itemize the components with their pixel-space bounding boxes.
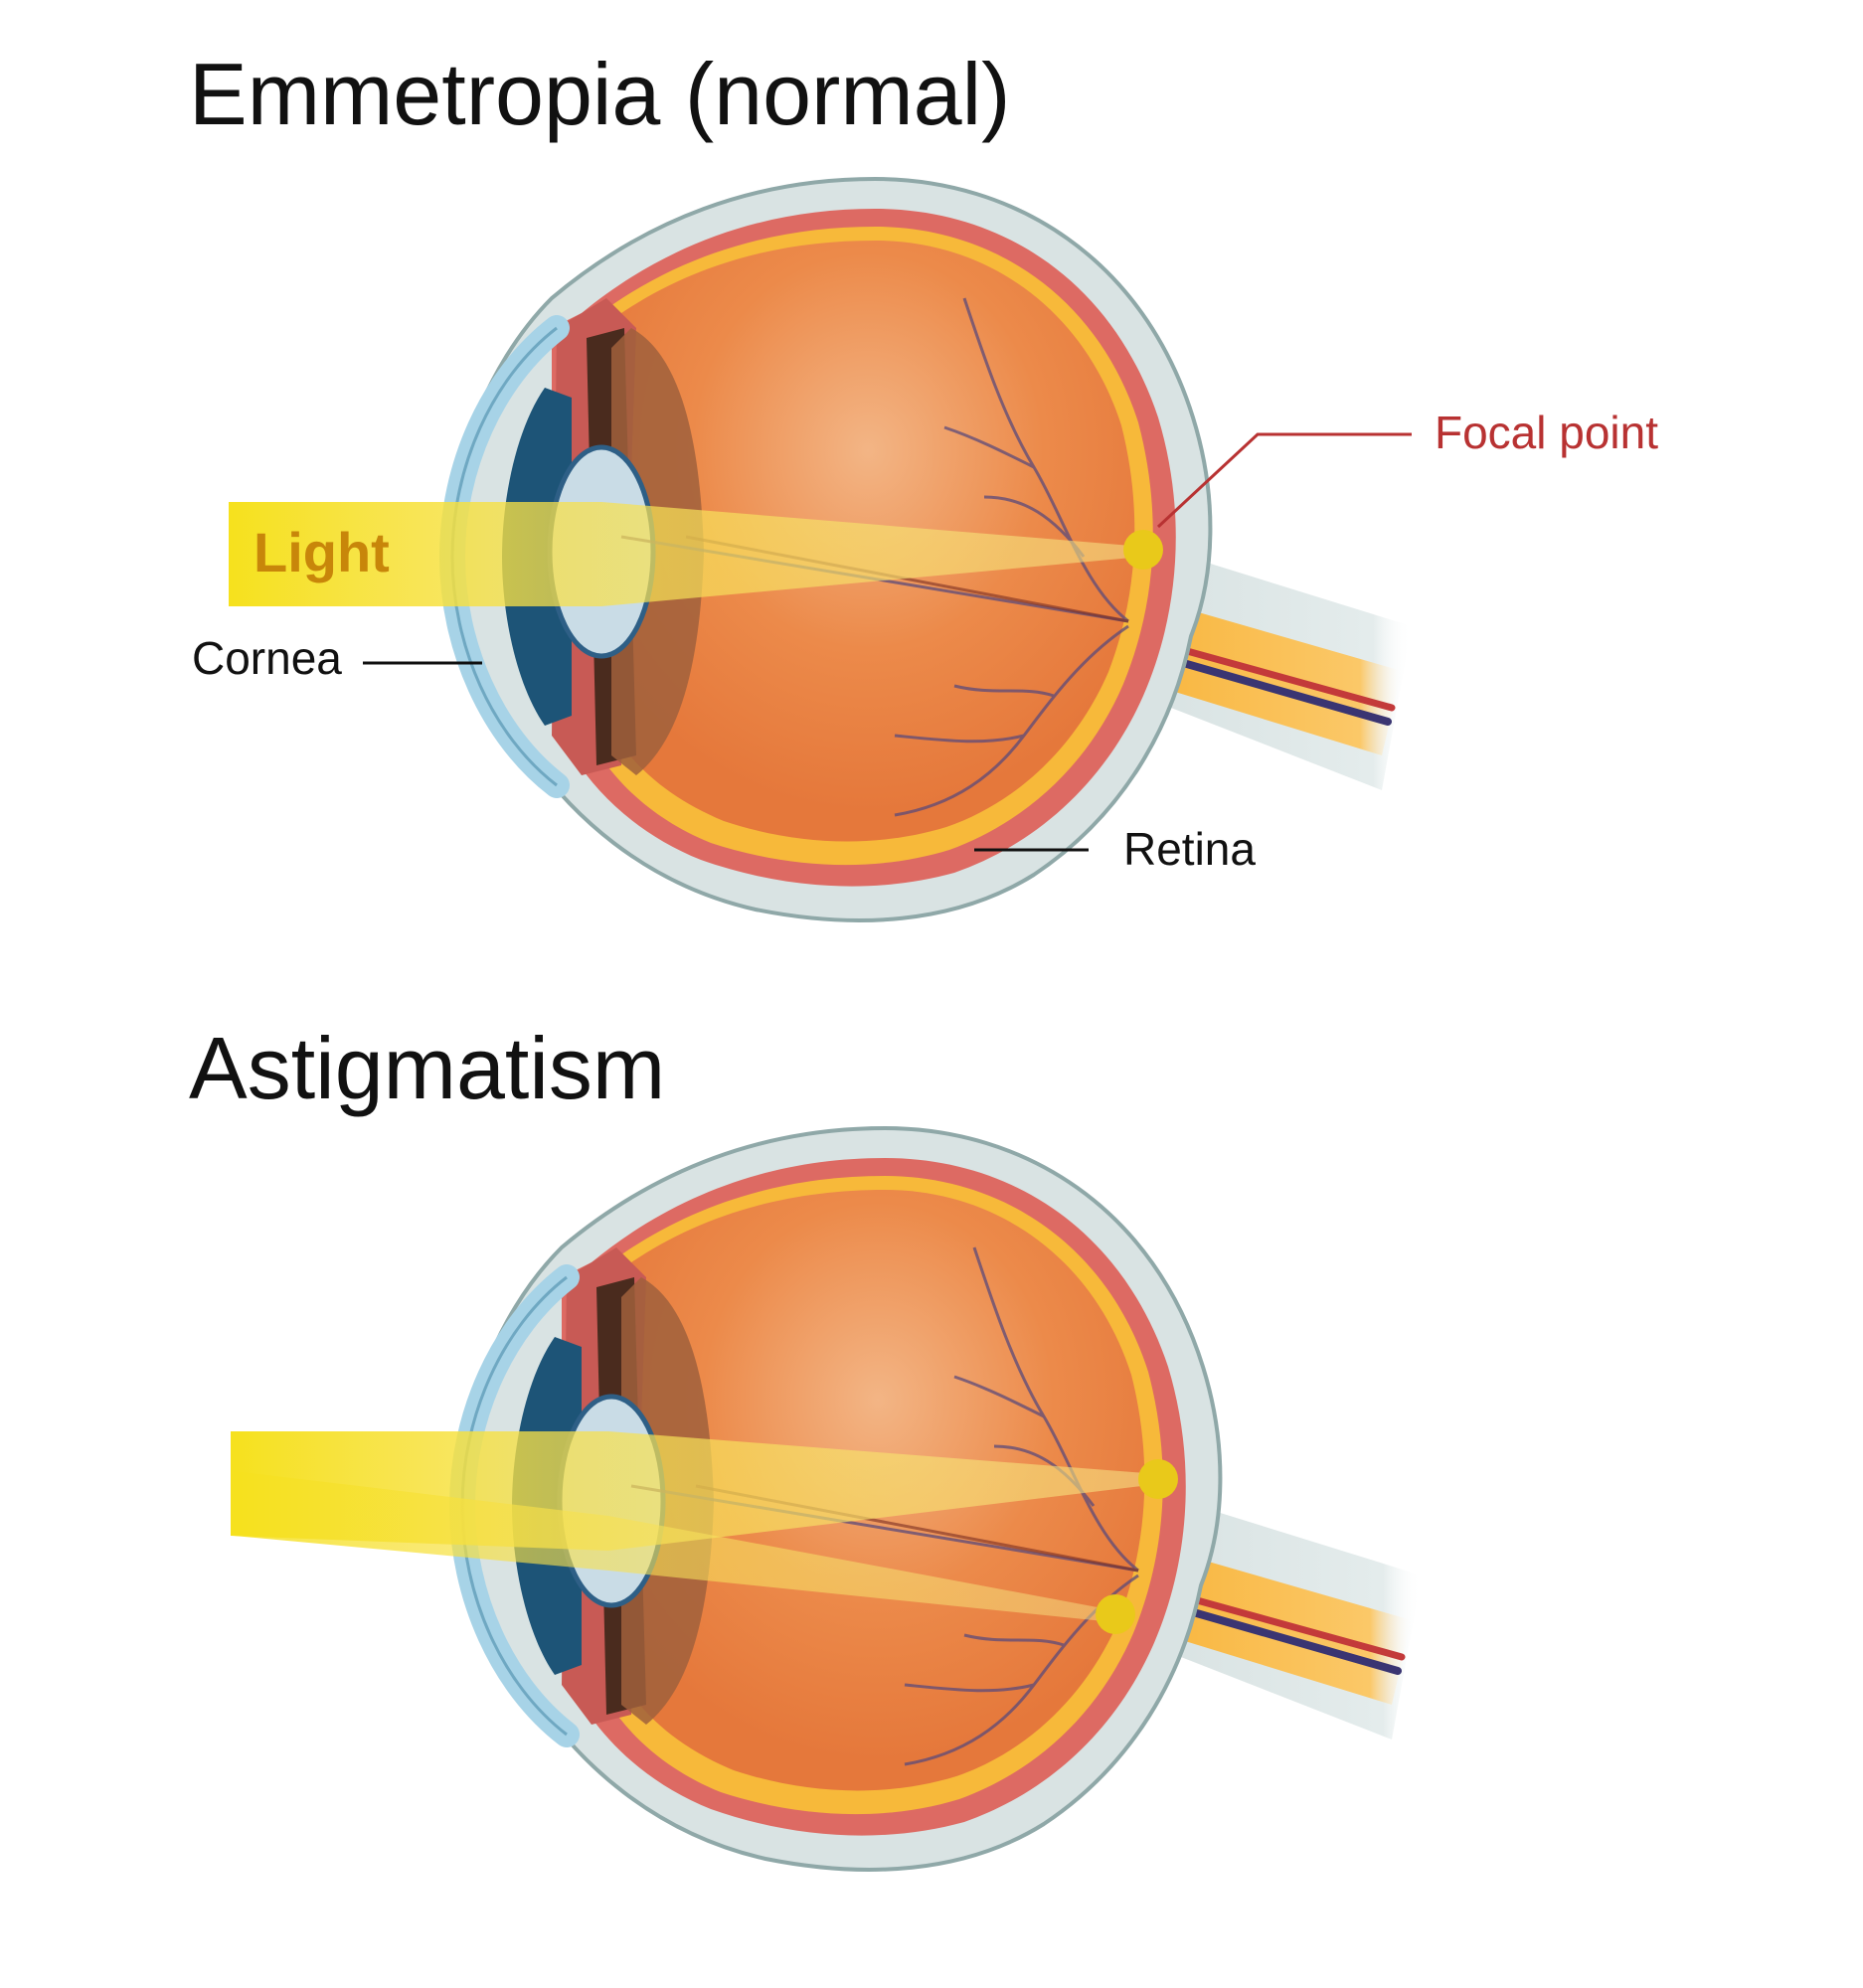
panel-astigmatism: Astigmatism bbox=[189, 1019, 1422, 1870]
panel-emmetropia: Emmetropia (normal) Light Cornea Retina … bbox=[189, 45, 1658, 920]
light-beam bbox=[229, 502, 1143, 606]
focal-point-dot bbox=[1138, 1459, 1178, 1499]
focal-point-label: Focal point bbox=[1435, 407, 1658, 458]
light-label: Light bbox=[254, 521, 390, 583]
panel-title: Emmetropia (normal) bbox=[189, 45, 1010, 143]
light-beam bbox=[231, 1431, 1158, 1622]
focal-point-dot bbox=[1096, 1594, 1135, 1634]
cornea-label: Cornea bbox=[192, 632, 342, 684]
focal-point-leader-line bbox=[1156, 432, 1412, 529]
panel-title: Astigmatism bbox=[189, 1019, 665, 1117]
focal-point-dot bbox=[1123, 530, 1163, 570]
retina-label: Retina bbox=[1123, 823, 1256, 875]
